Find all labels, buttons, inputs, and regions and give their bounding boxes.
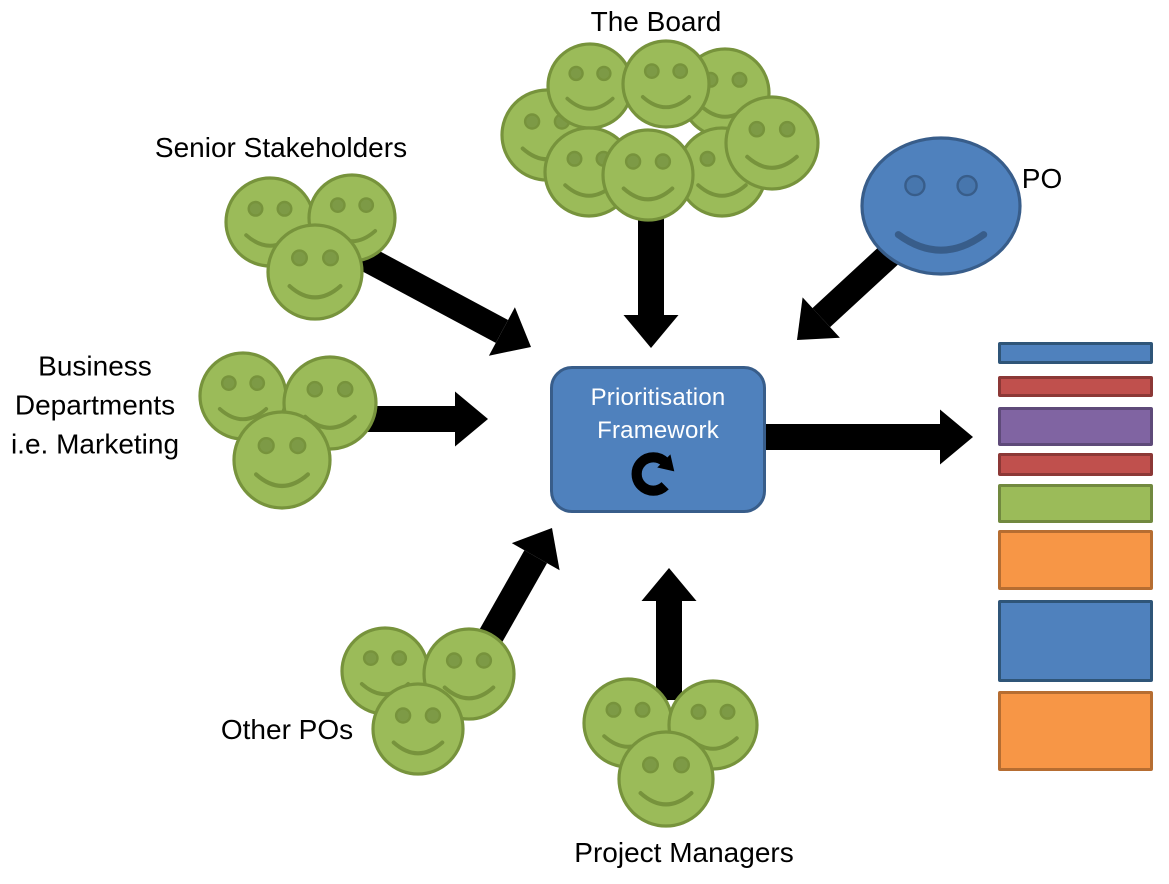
backlog-bar-purple bbox=[998, 407, 1153, 446]
smiley-face bbox=[860, 136, 1022, 276]
smiley-face bbox=[601, 128, 695, 222]
flow-arrow bbox=[797, 235, 909, 340]
flow-arrow bbox=[641, 568, 697, 700]
smiley-face bbox=[617, 730, 715, 828]
backlog-bar-orange bbox=[998, 691, 1153, 771]
label-line: i.e. Marketing bbox=[10, 428, 180, 460]
smiley-face bbox=[546, 42, 634, 130]
label-the-board: The Board bbox=[590, 6, 722, 37]
flow-arrow bbox=[623, 205, 679, 348]
flow-arrow bbox=[766, 409, 973, 465]
backlog-bar-red bbox=[998, 376, 1153, 397]
label-business-departments: Business Departments i.e. Marketing bbox=[11, 347, 179, 464]
smiley-face bbox=[724, 95, 820, 191]
center-node-label-line1: Prioritisation bbox=[590, 384, 726, 411]
label-line: Business bbox=[38, 350, 152, 382]
smiley-face bbox=[266, 223, 364, 321]
backlog-bar-green bbox=[998, 484, 1153, 523]
backlog-bar-blue bbox=[998, 600, 1153, 682]
smiley-face bbox=[371, 682, 465, 776]
smiley-face bbox=[621, 39, 711, 129]
refresh-icon bbox=[631, 452, 675, 496]
backlog-bar-red bbox=[998, 453, 1153, 476]
label-other-pos: Other POs bbox=[220, 714, 354, 745]
label-project-managers: Project Managers bbox=[574, 837, 794, 868]
backlog-bar-blue bbox=[998, 342, 1153, 364]
label-senior-stakeholders: Senior Stakeholders bbox=[154, 132, 408, 163]
center-node-label-line2: Framework bbox=[597, 417, 719, 444]
flow-arrow bbox=[343, 238, 531, 356]
label-line: Departments bbox=[14, 389, 176, 421]
backlog-bar-orange bbox=[998, 530, 1153, 590]
label-po: PO bbox=[1021, 163, 1063, 194]
smiley-face bbox=[232, 410, 332, 510]
prioritisation-framework-node: Prioritisation Framework bbox=[550, 366, 766, 513]
